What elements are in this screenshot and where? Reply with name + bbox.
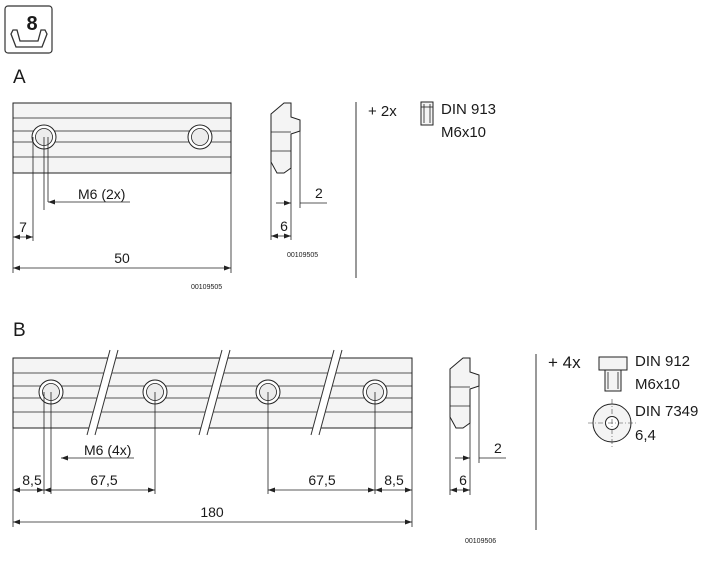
section-b-accessory: + 4x DIN 912 M6x10 DIN 7349 6,4 <box>548 353 698 447</box>
nut-a-dim-length: 50 <box>114 250 130 266</box>
profile-b-outline <box>449 357 480 429</box>
accessory-b-screw-standard: DIN 912 <box>635 353 690 370</box>
section-b-nut-view: M6 (4x) 8,5 67,5 67,5 8,5 180 00109506 <box>12 349 496 545</box>
accessory-b-screw-size: M6x10 <box>635 376 680 393</box>
nut-b-dim-right-offset: 8,5 <box>384 472 404 488</box>
accessory-b-washer-standard: DIN 7349 <box>635 403 698 420</box>
profile-a-dim-step: 2 <box>315 185 323 201</box>
nut-a-drawing-code: 00109505 <box>191 284 222 291</box>
slot-nut-badge-icon: 8 <box>4 5 53 54</box>
accessory-a-standard: DIN 913 <box>441 101 496 118</box>
section-b-label: B <box>13 320 26 341</box>
nut-b-dim-left-offset: 8,5 <box>22 472 42 488</box>
socket-head-screw-icon <box>598 356 628 392</box>
nut-b-break-mark <box>310 349 343 436</box>
accessory-b-washer-size: 6,4 <box>635 427 656 444</box>
profile-b-dim-step: 2 <box>494 440 502 456</box>
nut-b-dim-right-pitch: 67,5 <box>308 472 335 488</box>
nut-b-break-mark <box>198 349 231 436</box>
nut-a-hole-label: M6 (2x) <box>78 186 125 202</box>
section-a-accessory: + 2x DIN 913 M6x10 <box>368 101 496 141</box>
nut-b-drawing-code: 00109506 <box>465 538 496 545</box>
profile-a-outline <box>270 102 301 174</box>
nut-a-thread-hole <box>187 124 213 150</box>
nut-b-dim-left-pitch: 67,5 <box>90 472 117 488</box>
accessory-b-quantity: + 4x <box>548 353 581 372</box>
nut-b-break-mark <box>86 349 119 436</box>
profile-a-dim-width: 6 <box>280 218 288 234</box>
profile-a-drawing-code: 00109505 <box>287 252 318 259</box>
set-screw-icon <box>420 101 434 126</box>
badge-number: 8 <box>26 13 37 35</box>
nut-a-dim-offset: 7 <box>19 219 27 235</box>
section-a-nut-view: M6 (2x) 7 50 00109505 <box>12 102 232 291</box>
profile-b-dim-width: 6 <box>459 472 467 488</box>
section-a-label: A <box>13 67 26 88</box>
accessory-a-quantity: + 2x <box>368 103 397 120</box>
section-b-profile-view: 6 2 <box>449 357 506 495</box>
slot-profile-icon <box>10 29 48 48</box>
section-a-profile-view: 6 2 00109505 <box>270 102 327 259</box>
accessory-a-size: M6x10 <box>441 124 486 141</box>
washer-icon <box>588 399 636 447</box>
nut-b-hole-label: M6 (4x) <box>84 442 131 458</box>
nut-b-dim-length: 180 <box>200 504 224 520</box>
